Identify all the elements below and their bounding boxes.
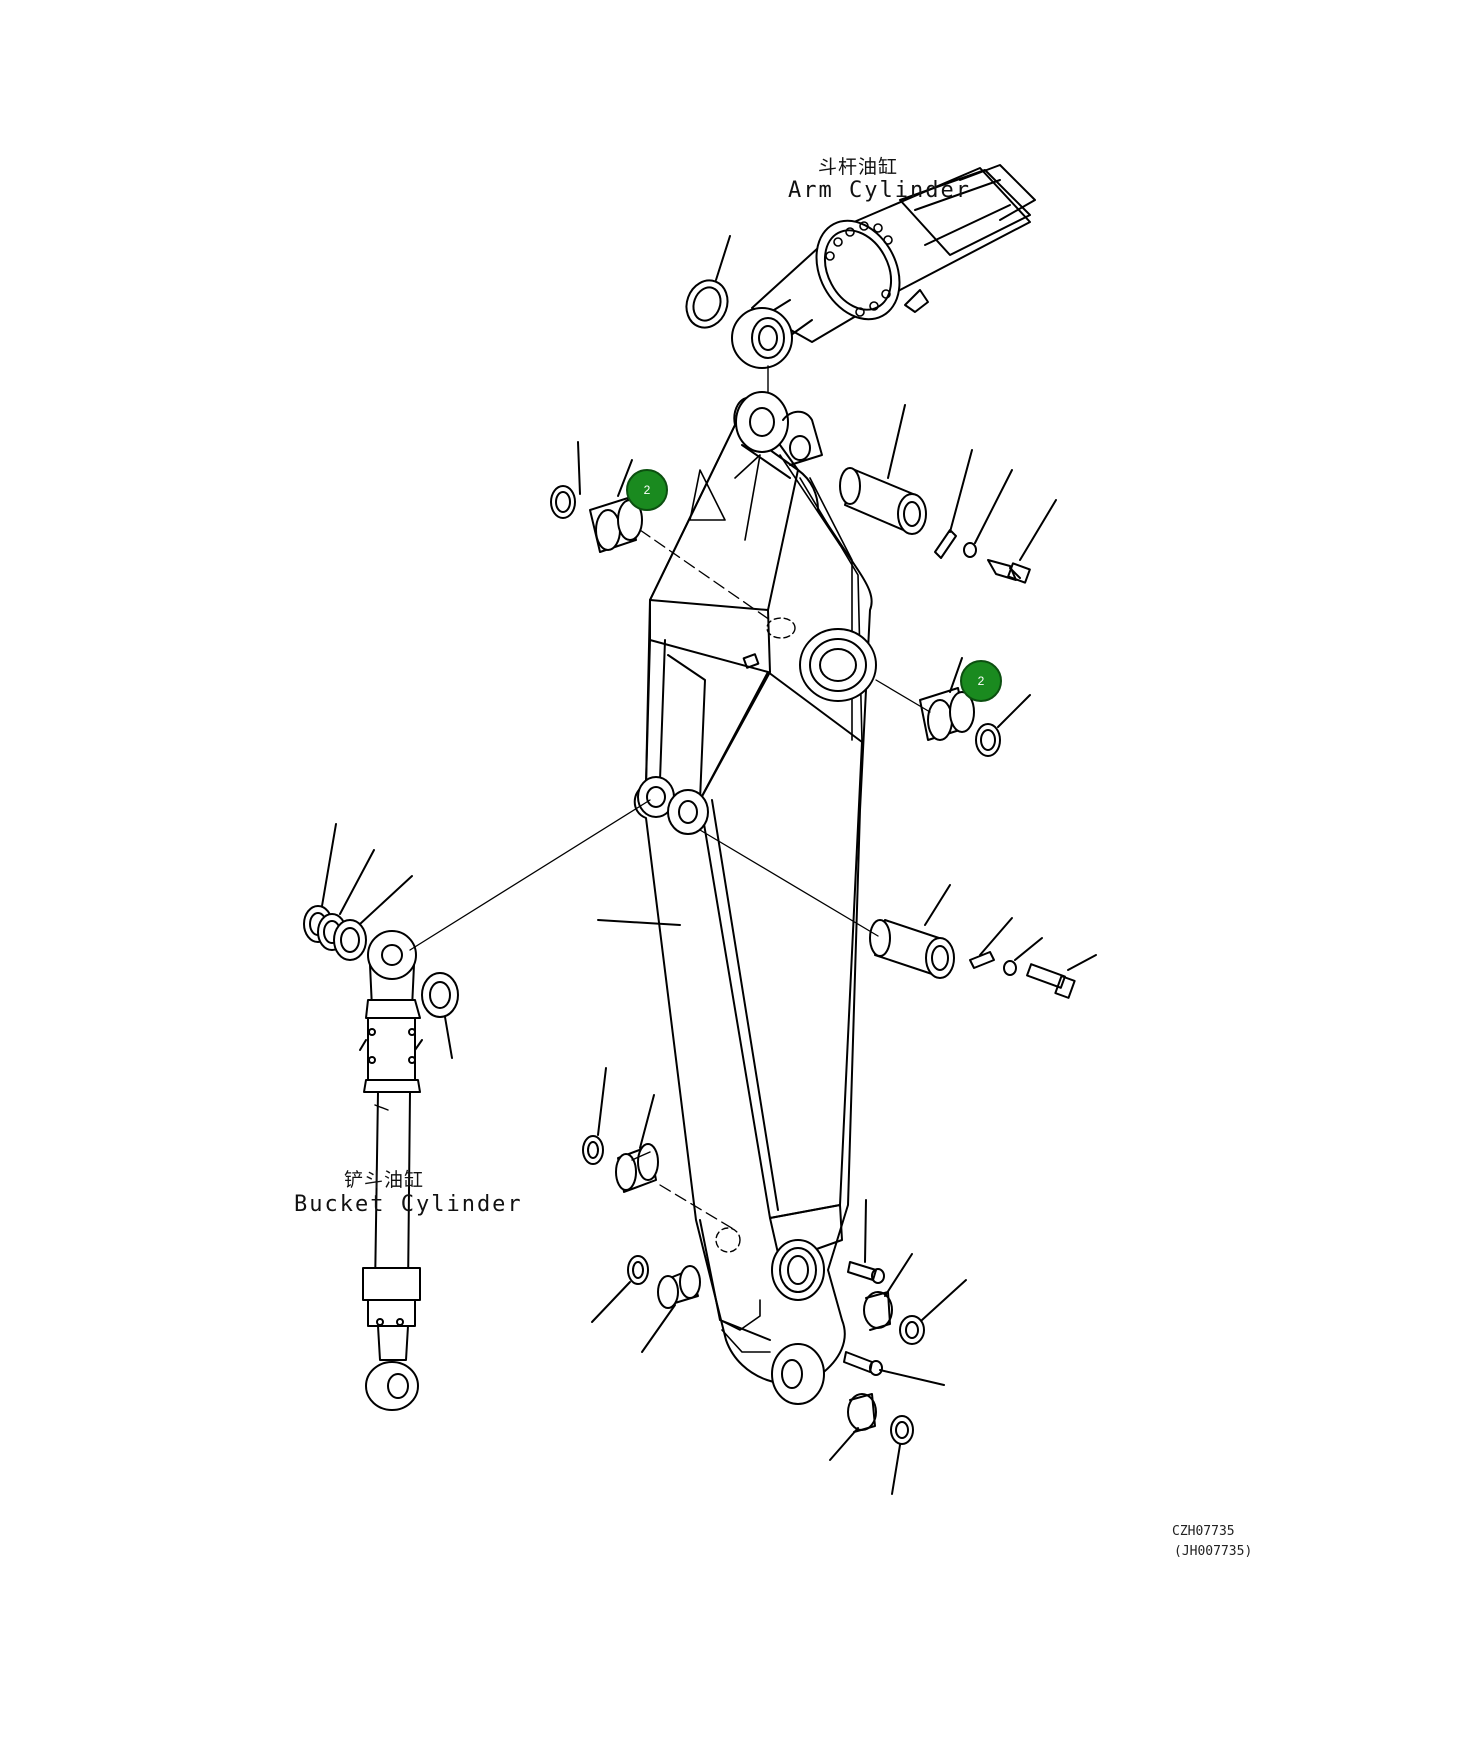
bushing-bottom-right[interactable]: [829, 1393, 914, 1495]
arm-cylinder-label-en: Arm Cylinder: [788, 178, 971, 203]
arm-cylinder-label-cn: 斗杆油缸: [818, 156, 899, 178]
bucket-cylinder-label-en: Bucket Cylinder: [294, 1192, 523, 1217]
bushing-top-left[interactable]: [550, 441, 771, 621]
grease-fitting-lower[interactable]: [847, 1199, 885, 1284]
grease-fitting-bottom[interactable]: [843, 1351, 945, 1386]
bushing-bottom-left[interactable]: [591, 1255, 701, 1353]
bushing-lower-left[interactable]: [582, 1067, 736, 1231]
leader-line: [715, 235, 731, 281]
bushing-lower-right[interactable]: [863, 1253, 967, 1345]
bucket-cylinder-label-cn: 铲斗油缸: [344, 1169, 425, 1191]
bucket-cylinder[interactable]: [359, 930, 423, 1411]
washer-stack-bucket[interactable]: [303, 823, 459, 1059]
drawing-code: CZH07735: [1172, 1524, 1235, 1539]
pin-middle[interactable]: [699, 829, 1097, 999]
callout-part-2-lower[interactable]: 2: [960, 660, 1002, 702]
arm-cylinder[interactable]: [731, 164, 1036, 369]
bushing-mid-right[interactable]: [875, 657, 1031, 757]
leader-arm-body: [597, 919, 681, 926]
pin-upper-right[interactable]: [839, 404, 1057, 584]
callout-part-2-upper[interactable]: 2: [626, 469, 668, 511]
washer-arm-cylinder[interactable]: [680, 275, 734, 334]
drawing-code-alt: (JH007735): [1174, 1544, 1253, 1559]
arm-boom-body[interactable]: [633, 391, 877, 1405]
